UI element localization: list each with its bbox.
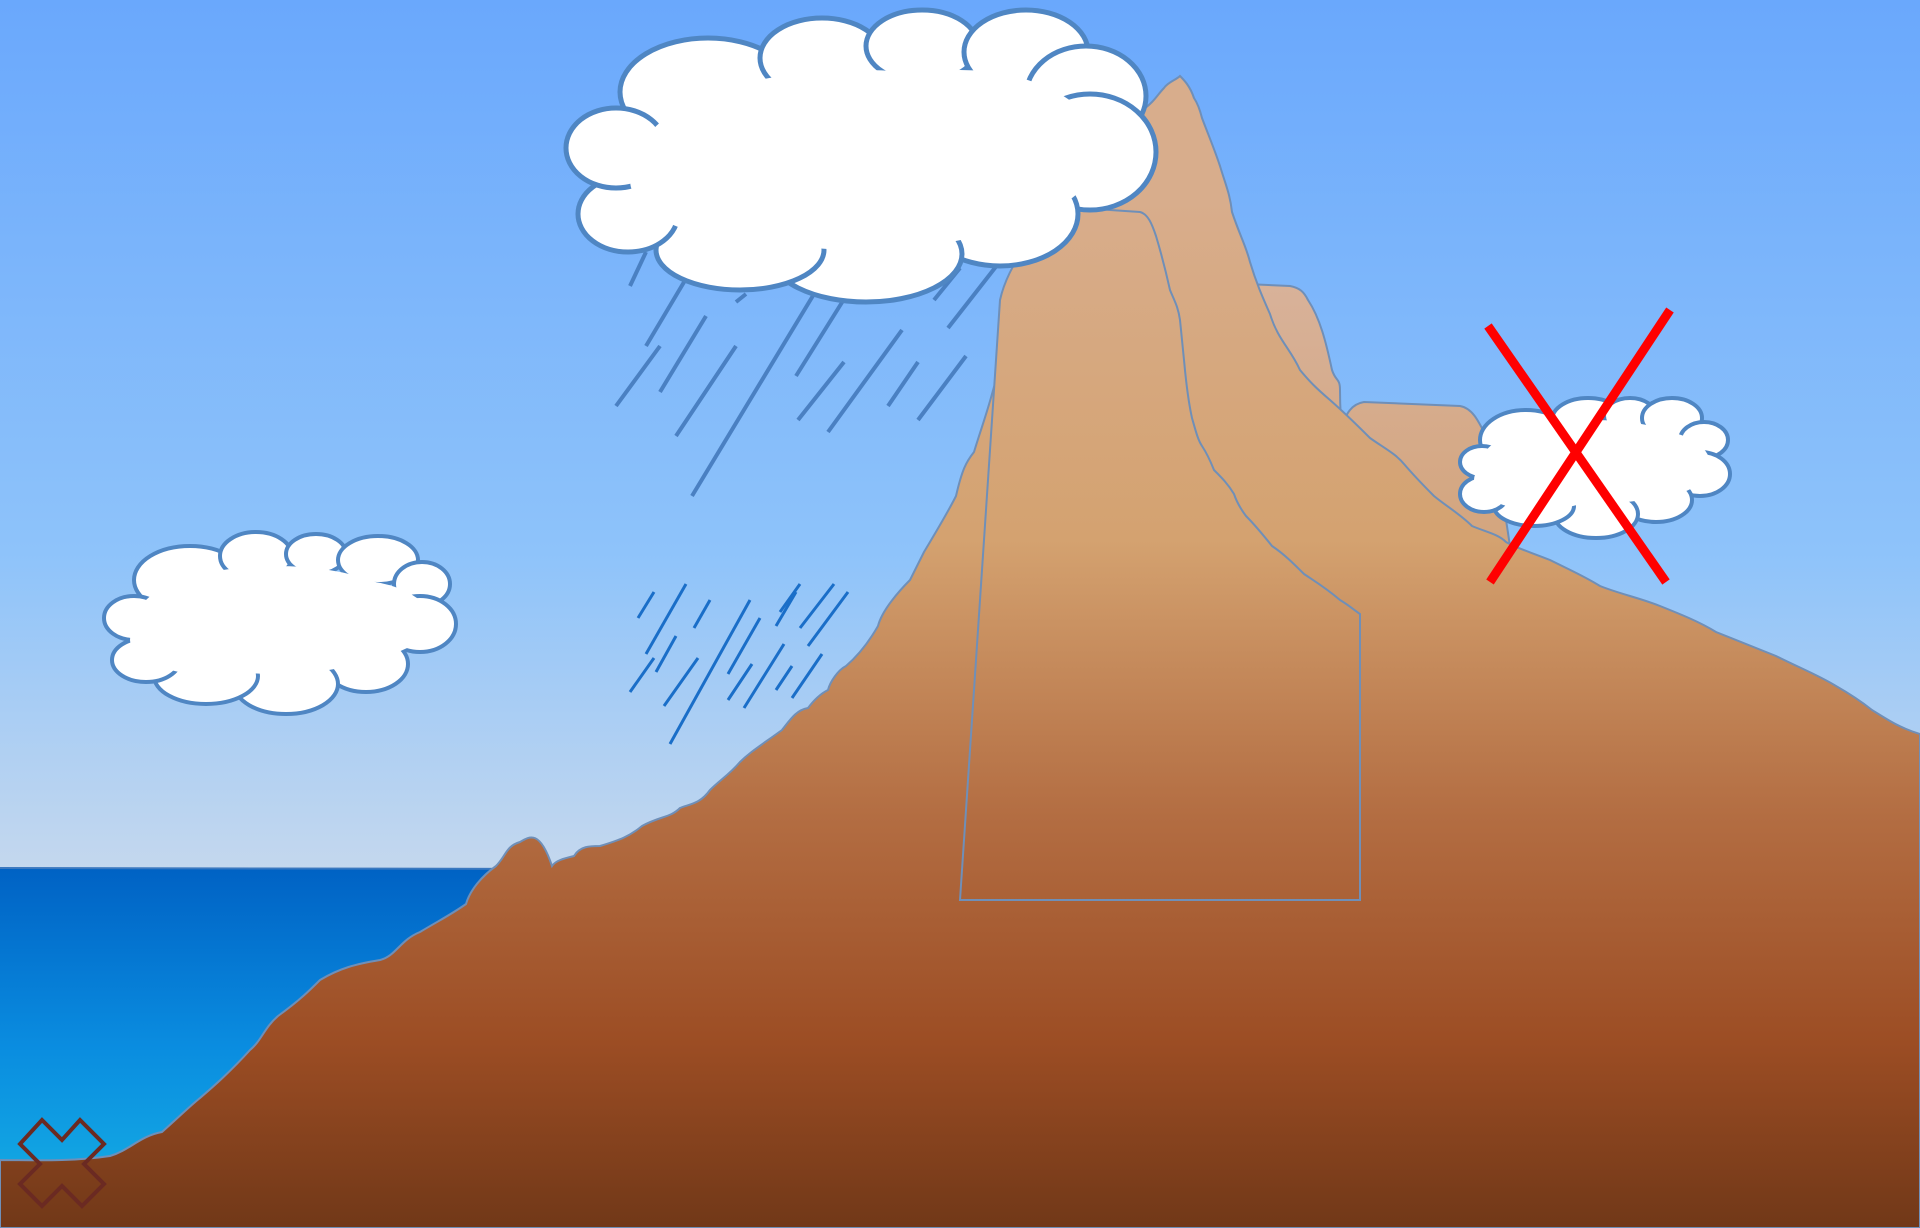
rain-shadow-scene: [0, 0, 1920, 1228]
